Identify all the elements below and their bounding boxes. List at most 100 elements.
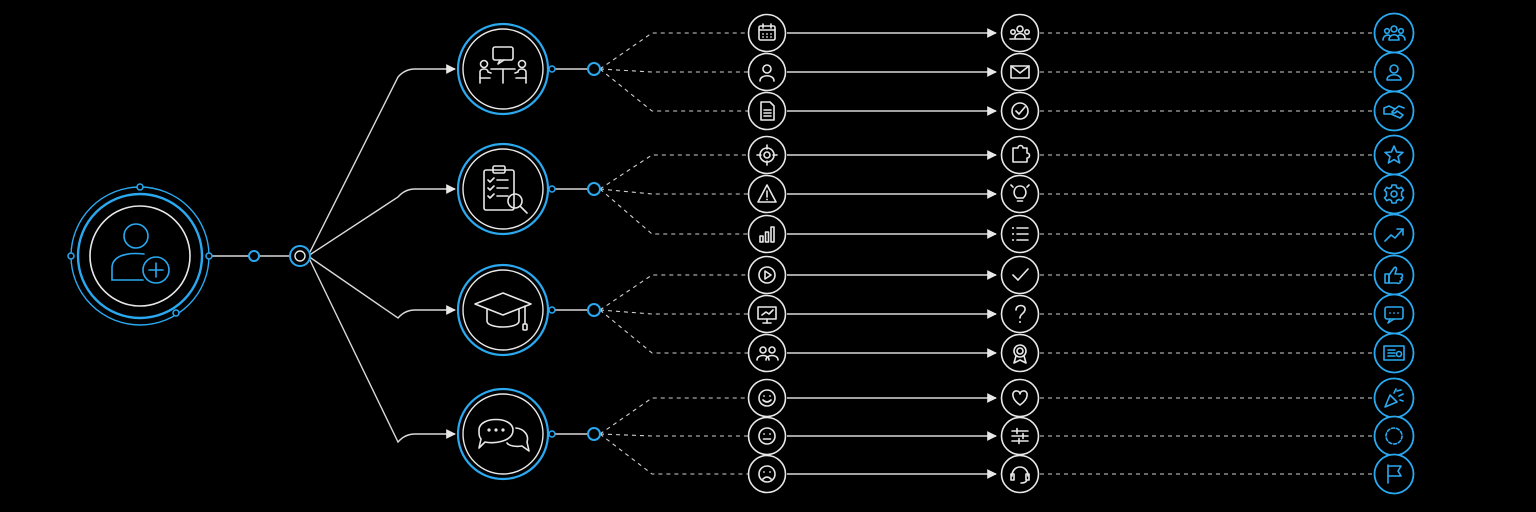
- category-node[interactable]: [456, 263, 556, 357]
- junction-dot: [248, 250, 260, 262]
- output-node[interactable]: [1000, 416, 1040, 456]
- root-node[interactable]: [67, 183, 213, 326]
- category-node[interactable]: [456, 142, 556, 236]
- fan-connector: [599, 309, 748, 315]
- result-node[interactable]: [1373, 332, 1415, 374]
- branch-connector: [307, 64, 456, 257]
- fan-connector: [599, 433, 748, 437]
- thumbs-up-icon: [1384, 266, 1404, 285]
- sliders-icon: [1011, 427, 1029, 445]
- fan-connector: [599, 274, 748, 311]
- group-icon: [1382, 25, 1406, 41]
- input-node[interactable]: [747, 333, 787, 373]
- check-circle-icon: [1011, 102, 1029, 120]
- category-hub: [587, 182, 601, 196]
- fan-connector: [599, 68, 748, 73]
- fan-connector: [599, 433, 748, 475]
- certificate-icon: [1383, 345, 1405, 361]
- team-icon: [1009, 25, 1031, 40]
- output-node[interactable]: [1000, 333, 1040, 373]
- presentation-icon: [757, 306, 777, 324]
- gear-icon: [1383, 184, 1405, 204]
- category-hub: [587, 427, 601, 441]
- checklist-search-icon: [483, 165, 528, 214]
- output-node[interactable]: [1000, 454, 1040, 494]
- input-node[interactable]: [747, 135, 787, 175]
- lightbulb-icon: [1010, 184, 1030, 202]
- category-hub: [587, 62, 601, 76]
- result-node[interactable]: [1373, 453, 1415, 495]
- bar-chart-icon: [759, 226, 775, 243]
- output-node[interactable]: [1000, 378, 1040, 418]
- result-node[interactable]: [1373, 293, 1415, 335]
- input-node[interactable]: [747, 378, 787, 418]
- output-node[interactable]: [1000, 294, 1040, 334]
- output-node[interactable]: [1000, 52, 1040, 92]
- result-node[interactable]: [1373, 134, 1415, 176]
- star-icon: [1384, 145, 1404, 164]
- result-node[interactable]: [1373, 213, 1415, 255]
- input-node[interactable]: [747, 294, 787, 334]
- output-node[interactable]: [1000, 91, 1040, 131]
- fan-connector: [599, 32, 748, 70]
- target-icon: [756, 144, 778, 166]
- category-node[interactable]: [456, 22, 556, 116]
- input-node[interactable]: [747, 454, 787, 494]
- mail-icon: [1010, 65, 1030, 79]
- heart-icon: [1012, 390, 1028, 406]
- happy-face-icon: [758, 389, 776, 407]
- fan-connector: [599, 309, 748, 354]
- output-node[interactable]: [1000, 174, 1040, 214]
- connectors: [210, 28, 1374, 479]
- calendar-icon: [758, 23, 776, 41]
- category-node[interactable]: [456, 387, 556, 481]
- input-node[interactable]: [747, 416, 787, 456]
- input-node[interactable]: [747, 174, 787, 214]
- play-icon: [758, 266, 776, 284]
- graduation-cap-icon: [474, 292, 532, 331]
- result-node[interactable]: [1373, 254, 1415, 296]
- trend-up-icon: [1384, 228, 1404, 242]
- branch-connector: [307, 184, 456, 257]
- fan-connector: [599, 188, 748, 235]
- fan-connector: [599, 68, 748, 112]
- category-hub: [587, 303, 601, 317]
- chat-icon: [1384, 306, 1404, 324]
- fan-connector: [599, 154, 748, 190]
- orbit-dot: [172, 309, 180, 317]
- neutral-face-icon: [758, 427, 776, 445]
- warning-icon: [757, 184, 777, 203]
- user-plus-icon: [111, 223, 170, 284]
- chat-bubbles-icon: [478, 418, 530, 452]
- flag-icon: [1387, 464, 1402, 484]
- document-icon: [760, 101, 775, 121]
- result-node[interactable]: [1373, 173, 1415, 215]
- user-icon: [1386, 64, 1402, 81]
- output-node[interactable]: [1000, 135, 1040, 175]
- branch-connector: [307, 255, 456, 319]
- puzzle-icon: [1012, 144, 1031, 163]
- input-node[interactable]: [747, 214, 787, 254]
- party-icon: [1384, 388, 1404, 408]
- result-node[interactable]: [1373, 377, 1415, 419]
- output-node[interactable]: [1000, 255, 1040, 295]
- input-node[interactable]: [747, 52, 787, 92]
- result-node[interactable]: [1373, 12, 1415, 54]
- fan-connector: [599, 397, 748, 435]
- output-node[interactable]: [1000, 214, 1040, 254]
- result-node[interactable]: [1373, 51, 1415, 93]
- output-node[interactable]: [1000, 13, 1040, 53]
- result-node[interactable]: [1373, 415, 1415, 457]
- question-icon: [1015, 304, 1026, 323]
- refresh-icon: [1385, 427, 1403, 445]
- result-node[interactable]: [1373, 90, 1415, 132]
- person-icon: [759, 64, 775, 82]
- input-node[interactable]: [747, 255, 787, 295]
- list-icon: [1012, 227, 1029, 241]
- input-node[interactable]: [747, 13, 787, 53]
- hub-core: [294, 250, 306, 262]
- fan-connector: [599, 188, 748, 195]
- input-node[interactable]: [747, 91, 787, 131]
